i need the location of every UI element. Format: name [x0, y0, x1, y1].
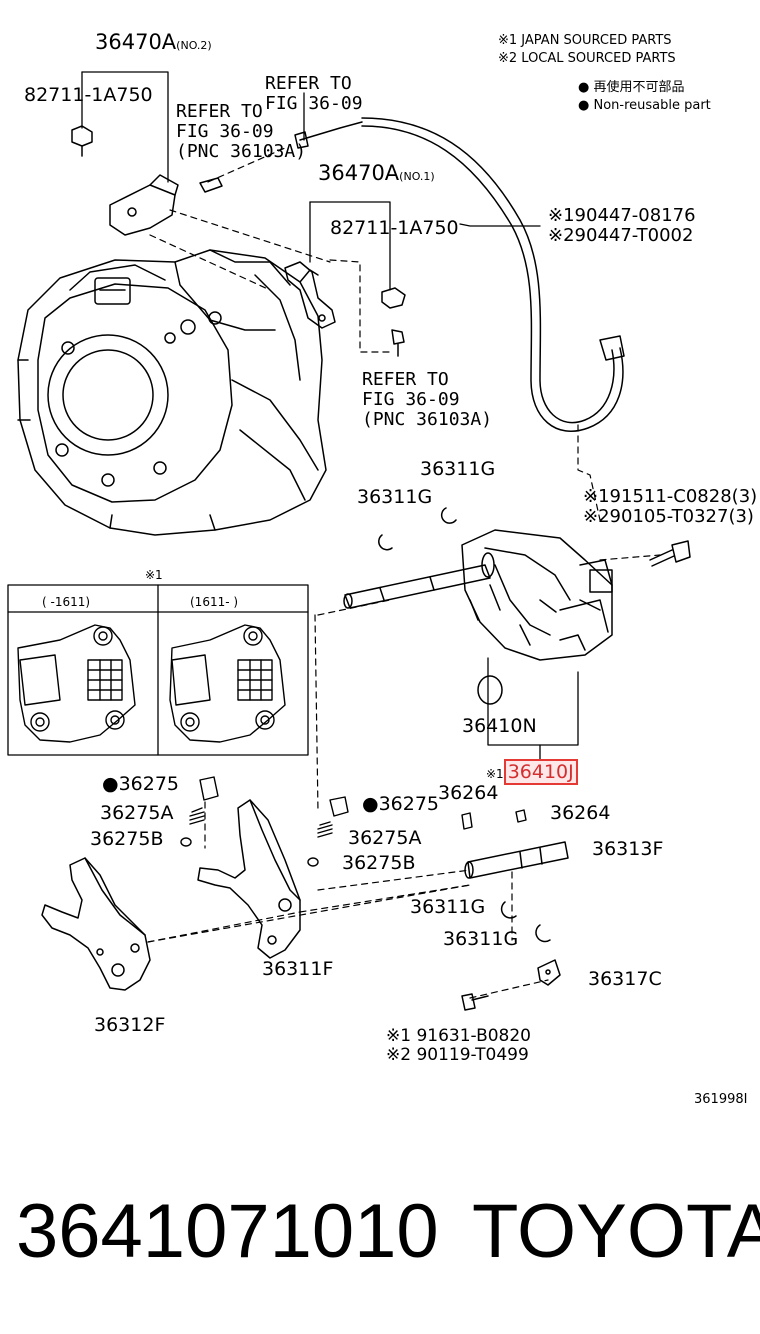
label-36313f[interactable]: 36313F [592, 838, 664, 860]
label-36470a-no2[interactable]: 36470A(NO.2) [95, 30, 212, 54]
leader-lines [81, 71, 579, 769]
label-bottom-bolt-local[interactable]: ※2 90119-T0499 [386, 1045, 529, 1065]
label-36275b-right[interactable]: 36275B [342, 852, 416, 874]
label-refer-fig-2b: FIG 36-09 [176, 121, 274, 142]
label-bolt-jp[interactable]: ※191511-C0828(3) [583, 486, 758, 507]
label-36275-left[interactable]: ●36275 [102, 773, 180, 795]
label-refer-fig-3c: (PNC 36103A) [362, 409, 493, 430]
label-bolt-local[interactable]: ※290105-T0327(3) [583, 506, 754, 527]
label-36317c[interactable]: 36317C [588, 968, 662, 990]
fork-36311f [197, 799, 301, 959]
label-36311g-lower-2[interactable]: 36311G [443, 928, 519, 950]
detent-left [180, 776, 219, 847]
label-82711-mid[interactable]: 82711-1A750 [330, 217, 459, 239]
brand-name: TOYOTA [472, 1189, 760, 1274]
note-non-reusable-jp: ● 再使用不可部品 [578, 80, 685, 95]
shift-head [537, 959, 561, 986]
note-japan-sourced: ※1 JAPAN SOURCED PARTS [498, 33, 672, 48]
shift-rod [464, 841, 569, 879]
inset-range-right: (1611- ) [190, 595, 239, 609]
label-refer-fig-3a: REFER TO [362, 369, 449, 390]
label-bottom-bolt-jp[interactable]: ※1 91631-B0820 [386, 1026, 531, 1046]
label-36311f[interactable]: 36311F [262, 958, 334, 980]
label-36275b-left[interactable]: 36275B [90, 828, 164, 850]
label-36311g-lower-1[interactable]: 36311G [410, 896, 486, 918]
housing-bolt [649, 540, 691, 567]
label-refer-fig-2c: (PNC 36103A) [176, 141, 307, 162]
label-36275a-left[interactable]: 36275A [100, 802, 174, 824]
note-non-reusable-en: ● Non-reusable part [578, 98, 711, 113]
label-82711-top[interactable]: 82711-1A750 [24, 84, 153, 106]
label-refer-fig-3b: FIG 36-09 [362, 389, 460, 410]
label-36264-right[interactable]: 36264 [550, 802, 611, 824]
label-36275a-right[interactable]: 36275A [348, 827, 422, 849]
part-number: 3641071010 [16, 1189, 439, 1274]
label-36275-right[interactable]: ●36275 [362, 793, 440, 815]
note-local-sourced: ※2 LOCAL SOURCED PARTS [498, 51, 676, 66]
inset-box [7, 584, 309, 756]
shift-housing [461, 529, 613, 661]
bottom-bolt [461, 993, 489, 1011]
inset-range-left: ( -1611) [42, 595, 91, 609]
label-refer-fig-2a: REFER TO [176, 101, 263, 122]
label-36410n[interactable]: 36410N [462, 715, 537, 737]
figure-code: 361998I [694, 1092, 748, 1107]
inset-housing-left [17, 624, 136, 743]
label-cable-jp[interactable]: ※190447-08176 [548, 205, 696, 226]
transmission-case [17, 249, 327, 536]
shift-shaft [343, 552, 495, 609]
label-refer-fig-1a: REFER TO [265, 73, 352, 94]
shift-cable [294, 117, 625, 433]
pins [461, 809, 527, 830]
label-36312f[interactable]: 36312F [94, 1014, 166, 1036]
label-cable-local[interactable]: ※290447-T0002 [548, 225, 694, 246]
inset-housing-right [169, 624, 286, 743]
inset-mark: ※1 [145, 568, 163, 582]
snap-rings [378, 507, 551, 943]
bracket-no2 [71, 125, 223, 236]
label-36470a-no1[interactable]: 36470A(NO.1) [318, 161, 435, 185]
label-36264-left[interactable]: 36264 [438, 782, 499, 804]
fork-36312f [41, 857, 151, 991]
o-ring [477, 675, 503, 705]
label-36311g-upper-left[interactable]: 36311G [357, 486, 433, 508]
label-36311g-upper-right[interactable]: 36311G [420, 458, 496, 480]
bracket-no1 [284, 261, 406, 357]
detent-right [307, 796, 349, 867]
label-refer-fig-1b: FIG 36-09 [265, 93, 363, 114]
